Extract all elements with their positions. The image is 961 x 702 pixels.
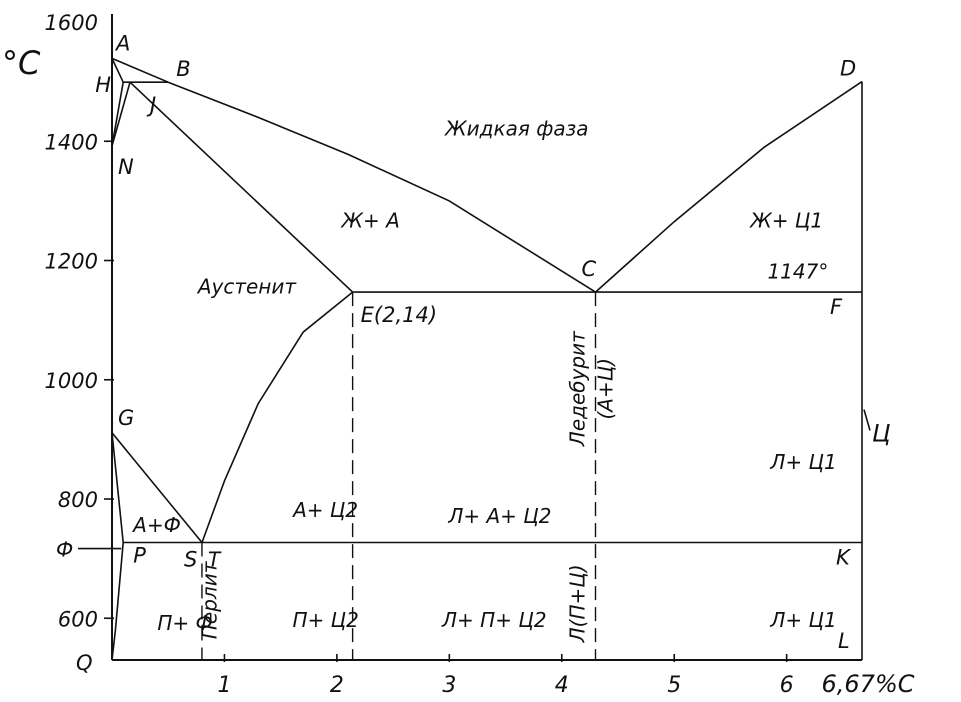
- eutectic-temperature-label: 1147°: [767, 259, 828, 283]
- line-JN: [111, 81, 131, 147]
- point-H: H: [95, 73, 111, 97]
- y-tick-label: 1400: [45, 130, 98, 154]
- phase-lines: [111, 57, 863, 661]
- region-label: Л+ П+ Ц2: [441, 608, 547, 632]
- point-C: C: [582, 257, 597, 281]
- line-AB: [111, 57, 169, 83]
- region-label: Л+ Ц1: [769, 608, 836, 632]
- point-N: N: [118, 155, 134, 179]
- y-tick-label: 1600: [45, 11, 98, 35]
- x-tick-label: 6: [780, 673, 794, 698]
- region-label: П+ Ф: [157, 611, 212, 635]
- region-label: А+ Ц2: [291, 498, 358, 522]
- cementite-pointer: [863, 409, 871, 431]
- line-HN: [111, 82, 124, 147]
- line-JE: [129, 81, 354, 293]
- point-A: A: [114, 31, 130, 55]
- region-label: Ж+ Ц1: [748, 209, 823, 233]
- vertical-label: Л(П+Ц): [565, 564, 589, 643]
- region-label: Жидкая фаза: [443, 116, 588, 140]
- line-GP: [111, 432, 124, 543]
- point-S: S: [184, 548, 197, 572]
- point-P: P: [133, 544, 146, 568]
- point-K: K: [836, 546, 852, 570]
- vertical-label: Перлит: [198, 560, 222, 639]
- vertical-label: (А+Ц): [593, 358, 617, 420]
- point-B: B: [176, 57, 190, 81]
- region-label: Аустенит: [196, 274, 298, 298]
- region-labels: Жидкая фаза Ж+ А Ж+ Ц1 Аустенит А+ Ц2 Л+ А+ Ц…: [131, 116, 837, 635]
- y-axis-unit: °C: [2, 44, 41, 82]
- region-label: Л+ А+ Ц2: [447, 504, 551, 528]
- x-tick-label: 5: [667, 673, 681, 698]
- point-G: G: [118, 406, 134, 430]
- point-labels: A B H J N D C E(2,14) F G P S K Q L: [76, 31, 856, 675]
- x-tick-label: 2: [330, 673, 344, 698]
- ferrite-label: Ф: [56, 538, 73, 562]
- line-GS: [111, 432, 203, 544]
- line-PQ: [111, 542, 124, 661]
- point-F: F: [830, 295, 843, 319]
- y-tick-label: 1200: [45, 250, 98, 274]
- cementite-label: Ц: [872, 419, 891, 447]
- x-tick-label: 4: [555, 673, 569, 698]
- pearlite-point-label: Т: [208, 548, 222, 572]
- region-label: А+Ф: [131, 513, 181, 537]
- x-tick-label: 1: [217, 673, 231, 698]
- vertical-labels: Перлит Ледебурит(А+Ц) Л(П+Ц): [198, 330, 618, 643]
- point-D: D: [840, 57, 856, 81]
- region-label: П+ Ц2: [292, 608, 358, 632]
- point-L: L: [838, 629, 850, 653]
- line-AH: [111, 58, 124, 83]
- point-Q: Q: [76, 651, 93, 675]
- line-ES: [201, 291, 354, 543]
- side-labels: Ф Ц Т: [56, 409, 891, 572]
- y-tick-label: 1000: [45, 369, 98, 393]
- vertical-label: Ледебурит: [565, 330, 589, 447]
- x-tick-label: 3: [442, 673, 456, 698]
- point-E: E(2,14): [361, 303, 437, 327]
- point-J: J: [146, 93, 156, 117]
- line-BC: [167, 81, 596, 293]
- x-end-label: 6,67%C: [822, 670, 915, 698]
- y-tick-label: 600: [58, 607, 98, 631]
- dashed-lines: [201, 292, 597, 660]
- region-label: Л+ Ц1: [769, 450, 836, 474]
- y-tick-label: 800: [58, 488, 98, 512]
- line-CD: [594, 80, 863, 293]
- region-label: Ж+ А: [339, 209, 399, 233]
